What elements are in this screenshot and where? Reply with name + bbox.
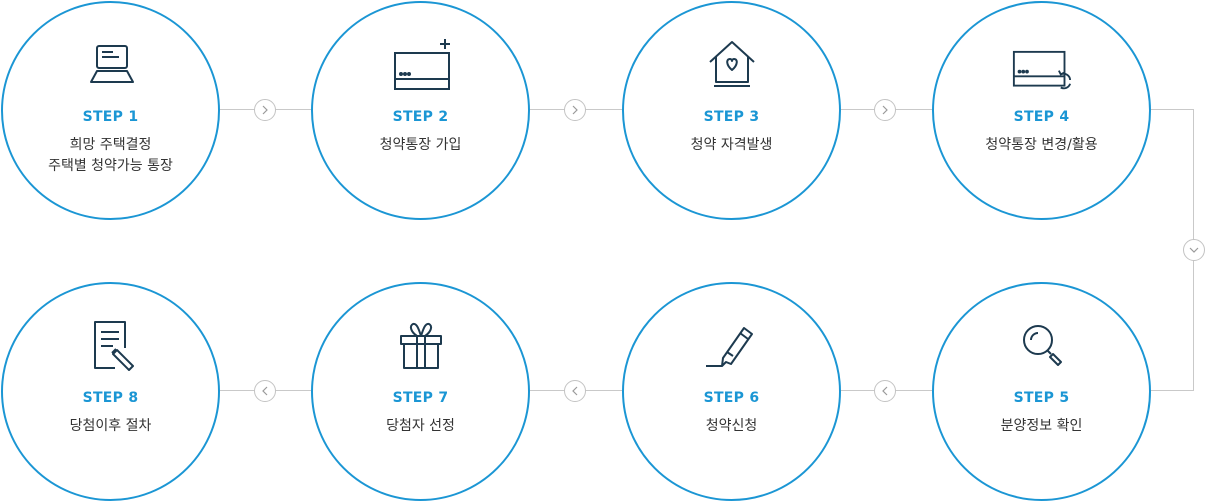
connector-line-4-right xyxy=(1150,109,1194,110)
arrow-left-icon xyxy=(254,380,276,402)
step-2-circle: STEP 2 청약통장 가입 xyxy=(311,1,530,220)
house-heart-icon xyxy=(702,37,762,93)
step-description-line: 당첨이후 절차 xyxy=(69,418,152,434)
arrow-right-icon xyxy=(874,99,896,121)
arrow-right-icon xyxy=(564,99,586,121)
laptop-icon xyxy=(81,37,141,93)
step-7-circle: STEP 7 당첨자 선정 xyxy=(311,282,530,501)
step-4-circle: STEP 4 청약통장 변경/활용 xyxy=(932,1,1151,220)
step-description: 청약신청 xyxy=(634,416,829,437)
step-description-line: 청약신청 xyxy=(705,418,758,434)
step-6-circle: STEP 6 청약신청 xyxy=(622,282,841,501)
step-description: 청약통장 가입 xyxy=(323,135,518,156)
step-description: 분양정보 확인 xyxy=(944,416,1139,437)
step-description-line: 희망 주택결정 xyxy=(69,137,152,153)
step-description: 희망 주택결정 주택별 청약가능 통장 xyxy=(13,135,208,177)
step-description: 청약통장 변경/활용 xyxy=(944,135,1139,156)
step-description: 청약 자격발생 xyxy=(634,135,829,156)
pen-icon xyxy=(702,318,762,374)
step-description-line: 주택별 청약가능 통장 xyxy=(48,158,173,174)
step-8-circle: STEP 8 당첨이후 절차 xyxy=(1,282,220,501)
gift-icon xyxy=(391,318,451,374)
step-description-line: 청약통장 변경/활용 xyxy=(985,137,1098,153)
bankbook-refresh-icon xyxy=(1012,37,1072,93)
arrow-right-icon xyxy=(254,99,276,121)
step-description-line: 청약 자격발생 xyxy=(690,137,773,153)
step-3-circle: STEP 3 청약 자격발생 xyxy=(622,1,841,220)
step-label: STEP 8 xyxy=(82,390,139,406)
document-pen-icon xyxy=(81,318,141,374)
step-label: STEP 4 xyxy=(1013,109,1070,125)
step-5-circle: STEP 5 분양정보 확인 xyxy=(932,282,1151,501)
step-label: STEP 7 xyxy=(392,390,449,406)
step-label: STEP 3 xyxy=(703,109,760,125)
step-label: STEP 6 xyxy=(703,390,760,406)
step-label: STEP 2 xyxy=(392,109,449,125)
step-description: 당첨자 선정 xyxy=(323,416,518,437)
step-label: STEP 5 xyxy=(1013,390,1070,406)
step-description-line: 분양정보 확인 xyxy=(1000,418,1083,434)
connector-line-5-right xyxy=(1150,390,1194,391)
magnifier-icon xyxy=(1012,318,1072,374)
step-description: 당첨이후 절차 xyxy=(13,416,208,437)
bankbook-add-icon xyxy=(391,37,451,93)
step-description-line: 당첨자 선정 xyxy=(386,418,455,434)
arrow-left-icon xyxy=(874,380,896,402)
step-1-circle: STEP 1 희망 주택결정 주택별 청약가능 통장 xyxy=(1,1,220,220)
step-description-line: 청약통장 가입 xyxy=(379,137,462,153)
arrow-down-icon xyxy=(1183,239,1205,261)
step-label: STEP 1 xyxy=(82,109,139,125)
arrow-left-icon xyxy=(564,380,586,402)
